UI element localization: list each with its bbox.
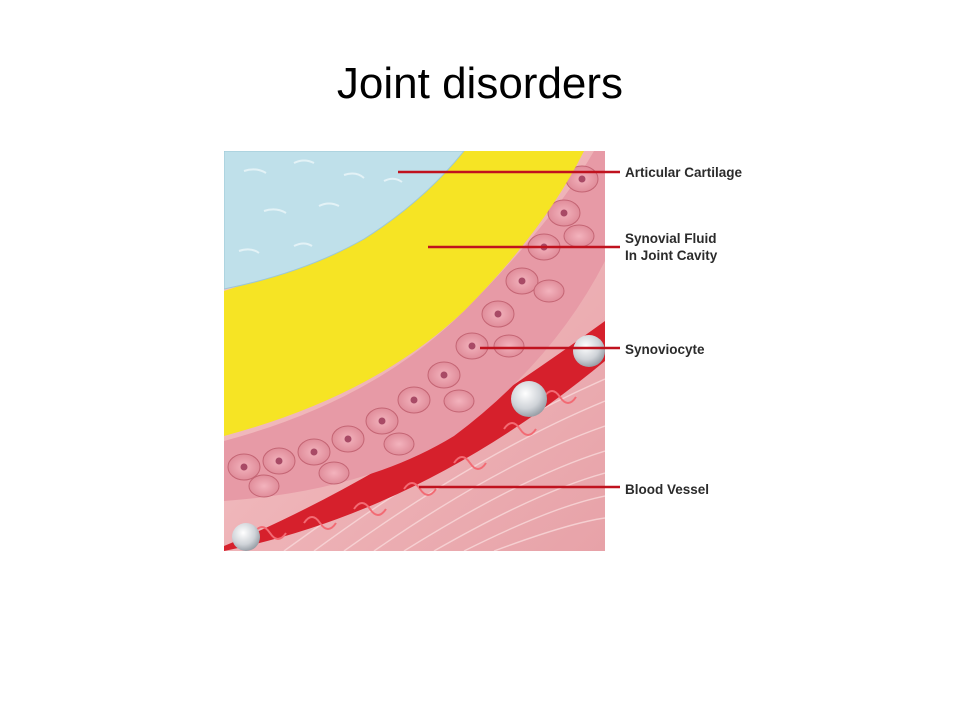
label-blood-vessel-text: Blood Vessel xyxy=(625,482,710,497)
cell-nuclei xyxy=(240,175,586,471)
label-articular-cartilage: Articular Cartilage xyxy=(625,164,742,181)
joint-diagram: Articular Cartilage Synovial Fluid In Jo… xyxy=(224,151,768,551)
synoviocyte-layer xyxy=(224,151,605,501)
blood-cells xyxy=(253,390,577,540)
label-synoviocyte-text: Synoviocyte xyxy=(625,342,705,357)
cartilage-texture xyxy=(238,159,403,254)
label-blood-vessel: Blood Vessel xyxy=(625,481,709,498)
label-articular-cartilage-text: Articular Cartilage xyxy=(625,165,743,180)
label-synovial-fluid-line1: Synovial Fluid xyxy=(625,231,717,246)
synovial-fluid xyxy=(224,151,584,436)
label-synovial-fluid: Synovial Fluid In Joint Cavity xyxy=(625,230,717,264)
joint-illustration xyxy=(224,151,620,551)
white-cells xyxy=(232,335,605,551)
label-synoviocyte: Synoviocyte xyxy=(625,341,705,358)
slide-title: Joint disorders xyxy=(336,59,624,108)
articular-cartilage xyxy=(224,151,465,290)
label-synovial-fluid-line2: In Joint Cavity xyxy=(625,248,718,263)
leader-lines xyxy=(398,170,620,489)
